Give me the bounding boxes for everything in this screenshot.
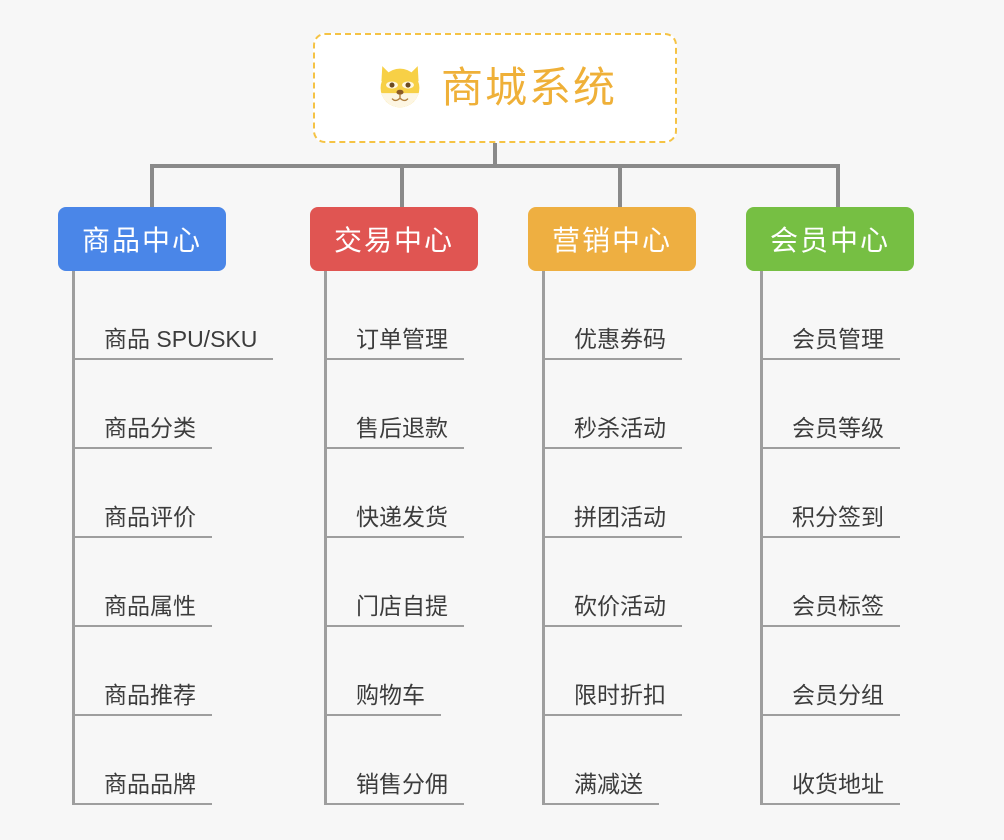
leaf-item[interactable]: 拼团活动 [528,449,778,538]
leaf-item[interactable]: 商品 SPU/SKU [58,271,308,360]
shiba-dog-face-icon [380,66,420,110]
connector-drop-category-0 [150,164,154,207]
leaf-underline [72,803,212,805]
leaf-item-label: 限时折扣 [574,682,666,708]
leaf-item[interactable]: 秒杀活动 [528,360,778,449]
leaf-underline [760,714,900,716]
category-box-product-center[interactable]: 商品中心 [58,207,227,271]
connector-drop-category-2 [618,164,622,207]
leaf-item[interactable]: 满减送 [528,716,778,805]
leaf-underline [542,358,682,360]
leaf-item-label: 会员管理 [792,326,884,352]
leaf-underline [760,803,900,805]
leaf-spine [542,271,545,805]
leaf-item[interactable]: 订单管理 [310,271,560,360]
leaf-item-label: 销售分佣 [356,771,448,797]
leaf-item-label: 秒杀活动 [574,415,666,441]
leaf-underline [542,447,682,449]
root-title: 商城系统 [440,64,617,111]
leaf-item[interactable]: 商品属性 [58,538,308,627]
leaf-underline [72,625,212,627]
leaf-item-label: 收货地址 [792,771,884,797]
root-node-shopping-mall-system[interactable]: 商城系统 [313,33,677,143]
leaf-underline [324,447,464,449]
leaf-item[interactable]: 商品分类 [58,360,308,449]
leaf-underline [324,536,464,538]
leaf-item[interactable]: 会员管理 [746,271,996,360]
leaf-item-label: 商品品牌 [104,771,196,797]
leaf-item-label: 会员等级 [792,415,884,441]
leaf-item-label: 订单管理 [356,326,448,352]
leaf-item-label: 商品属性 [104,593,196,619]
leaf-item[interactable]: 会员标签 [746,538,996,627]
leaf-item[interactable]: 购物车 [310,627,560,716]
leaf-item[interactable]: 会员等级 [746,360,996,449]
leaf-underline [72,447,212,449]
leaf-underline [72,536,212,538]
leaf-underline [72,358,273,360]
leaf-item-label: 满减送 [574,771,643,797]
leaf-underline [760,358,900,360]
category-column-product-center: 商品中心 商品 SPU/SKU 商品分类 商品评价 商品属性 商品推荐 [58,207,308,805]
leaf-item-label: 商品分类 [104,415,196,441]
leaf-item[interactable]: 商品评价 [58,449,308,538]
leaf-item[interactable]: 收货地址 [746,716,996,805]
leaf-underline [542,625,682,627]
leaf-spine [760,271,763,805]
leaf-item[interactable]: 商品品牌 [58,716,308,805]
leaf-item-label: 会员分组 [792,682,884,708]
category-column-member-center: 会员中心 会员管理 会员等级 积分签到 会员标签 会员分组 [746,207,996,805]
leaf-underline [324,358,464,360]
leaf-group-member-center: 会员管理 会员等级 积分签到 会员标签 会员分组 收货地址 [746,271,996,805]
category-box-member-center[interactable]: 会员中心 [746,207,915,271]
leaf-item[interactable]: 售后退款 [310,360,560,449]
leaf-item-label: 购物车 [356,682,425,708]
connector-horizontal-bar [150,164,840,168]
leaf-item-label: 商品推荐 [104,682,196,708]
leaf-item[interactable]: 门店自提 [310,538,560,627]
leaf-underline [542,536,682,538]
connector-drop-category-1 [400,164,404,207]
category-column-marketing-center: 营销中心 优惠券码 秒杀活动 拼团活动 砍价活动 限时折扣 [528,207,778,805]
leaf-item[interactable]: 会员分组 [746,627,996,716]
leaf-underline [542,714,682,716]
leaf-item-label: 商品评价 [104,504,196,530]
leaf-group-marketing-center: 优惠券码 秒杀活动 拼团活动 砍价活动 限时折扣 满减送 [528,271,778,805]
leaf-item-label: 商品 SPU/SKU [104,326,258,352]
leaf-underline [324,714,441,716]
connector-root-stem [493,143,497,167]
leaf-underline [760,625,900,627]
leaf-underline [542,803,659,805]
leaf-spine [72,271,75,805]
leaf-item[interactable]: 销售分佣 [310,716,560,805]
leaf-item[interactable]: 限时折扣 [528,627,778,716]
leaf-group-product-center: 商品 SPU/SKU 商品分类 商品评价 商品属性 商品推荐 商品品牌 [58,271,308,805]
category-column-trade-center: 交易中心 订单管理 售后退款 快递发货 门店自提 购物车 [310,207,560,805]
leaf-item[interactable]: 优惠券码 [528,271,778,360]
leaf-group-trade-center: 订单管理 售后退款 快递发货 门店自提 购物车 销售分佣 [310,271,560,805]
leaf-item-label: 门店自提 [356,593,448,619]
leaf-underline [72,714,212,716]
connector-drop-category-3 [836,164,840,207]
leaf-underline [324,625,464,627]
leaf-item-label: 积分签到 [792,504,884,530]
category-box-marketing-center[interactable]: 营销中心 [528,207,697,271]
leaf-spine [324,271,327,805]
leaf-item-label: 快递发货 [356,504,448,530]
leaf-item-label: 优惠券码 [574,326,666,352]
leaf-underline [760,447,900,449]
leaf-item[interactable]: 砍价活动 [528,538,778,627]
leaf-item[interactable]: 快递发货 [310,449,560,538]
leaf-item-label: 售后退款 [356,415,448,441]
leaf-item-label: 会员标签 [792,593,884,619]
leaf-item-label: 拼团活动 [574,504,666,530]
leaf-item[interactable]: 积分签到 [746,449,996,538]
leaf-item[interactable]: 商品推荐 [58,627,308,716]
leaf-item-label: 砍价活动 [574,593,666,619]
category-box-trade-center[interactable]: 交易中心 [310,207,479,271]
leaf-underline [324,803,464,805]
leaf-underline [760,536,900,538]
